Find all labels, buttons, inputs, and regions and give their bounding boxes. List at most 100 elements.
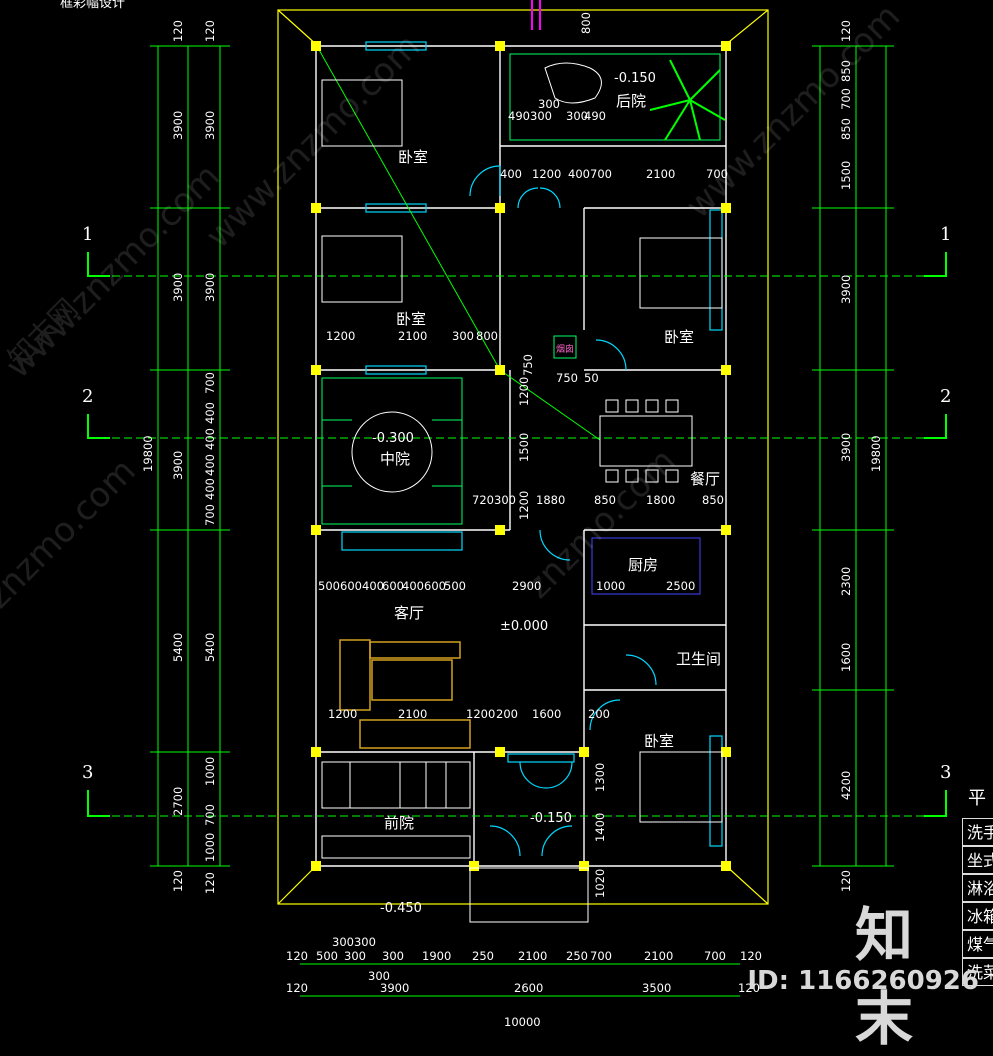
svg-text:120: 120 bbox=[839, 870, 853, 892]
axis-label-1-right: 1 bbox=[940, 224, 951, 245]
svg-text:120: 120 bbox=[738, 981, 760, 995]
svg-text:400: 400 bbox=[203, 402, 217, 424]
elev-entry: -0.450 bbox=[380, 901, 422, 916]
svg-text:3900: 3900 bbox=[380, 981, 409, 995]
svg-text:600: 600 bbox=[340, 579, 362, 593]
interior-dims: 490 300 300 300 490 400 1200 400 700 210… bbox=[318, 97, 728, 721]
svg-text:700: 700 bbox=[590, 167, 612, 181]
svg-text:1020: 1020 bbox=[593, 869, 607, 898]
svg-text:400: 400 bbox=[203, 478, 217, 500]
svg-text:2100: 2100 bbox=[398, 329, 427, 343]
svg-text:120: 120 bbox=[203, 20, 217, 42]
svg-text:200: 200 bbox=[496, 707, 518, 721]
axis-markers bbox=[87, 252, 947, 817]
svg-text:1000: 1000 bbox=[596, 579, 625, 593]
dining-table bbox=[599, 399, 693, 483]
svg-text:19800: 19800 bbox=[869, 435, 883, 472]
left-dims-inner: 120 3900 3900 700 400 400 400 400 700 54… bbox=[203, 20, 217, 894]
svg-text:490: 490 bbox=[508, 109, 530, 123]
living-furniture bbox=[339, 639, 471, 749]
svg-text:1800: 1800 bbox=[646, 493, 675, 507]
svg-text:200: 200 bbox=[588, 707, 610, 721]
svg-text:700: 700 bbox=[590, 949, 612, 963]
svg-text:3900: 3900 bbox=[171, 451, 185, 480]
svg-text:700: 700 bbox=[203, 372, 217, 394]
svg-text:1500: 1500 bbox=[517, 433, 531, 462]
svg-text:2100: 2100 bbox=[644, 949, 673, 963]
right-dims-inner: 850 700 850 1500 2300 1600 1300 1400 102… bbox=[593, 60, 853, 898]
svg-text:400: 400 bbox=[362, 579, 384, 593]
svg-text:700: 700 bbox=[706, 167, 728, 181]
columns bbox=[311, 41, 731, 871]
svg-text:300: 300 bbox=[538, 97, 560, 111]
axis-label-3-left: 3 bbox=[82, 762, 93, 783]
svg-text:300: 300 bbox=[566, 109, 588, 123]
svg-text:300: 300 bbox=[368, 969, 390, 983]
svg-text:1200: 1200 bbox=[466, 707, 495, 721]
svg-text:3500: 3500 bbox=[642, 981, 671, 995]
svg-text:700: 700 bbox=[704, 949, 726, 963]
bottom-dims-row1: 120 500 300 300 1900 250 2100 250 700 21… bbox=[286, 935, 762, 983]
room-label-courtyard: 中院 bbox=[380, 450, 410, 468]
elev-front: -0.150 bbox=[530, 811, 572, 826]
room-label-bedroom-2: 卧室 bbox=[396, 310, 426, 328]
axis-label-1-left: 1 bbox=[82, 224, 93, 245]
svg-text:120: 120 bbox=[286, 981, 308, 995]
right-dims-outer: 120 3900 3900 19800 4200 120 bbox=[839, 20, 883, 892]
svg-text:300: 300 bbox=[344, 949, 366, 963]
svg-text:120: 120 bbox=[740, 949, 762, 963]
floor-plan: 1 2 3 1 2 3 bbox=[0, 0, 951, 1029]
svg-text:50: 50 bbox=[584, 371, 599, 385]
svg-text:1300: 1300 bbox=[593, 763, 607, 792]
legend-row: 煤气 bbox=[962, 930, 993, 958]
svg-text:1600: 1600 bbox=[532, 707, 561, 721]
svg-text:www.znzmo.com: www.znzmo.com bbox=[198, 26, 428, 256]
svg-text:850: 850 bbox=[839, 60, 853, 82]
svg-text:1400: 1400 bbox=[593, 813, 607, 842]
svg-text:1200: 1200 bbox=[328, 707, 357, 721]
room-label-frontyard: 前院 bbox=[384, 814, 414, 832]
kitchen-counter bbox=[591, 537, 701, 595]
legend-row: 洗手 bbox=[962, 818, 993, 846]
legend-row: 洗菜 bbox=[962, 958, 993, 986]
svg-text:1500: 1500 bbox=[839, 161, 853, 190]
dim-total-width: 10000 bbox=[504, 1015, 541, 1029]
walls bbox=[315, 45, 727, 867]
svg-text:1200: 1200 bbox=[517, 491, 531, 520]
room-label-kitchen: 厨房 bbox=[628, 556, 658, 574]
room-label-bathroom: 卫生间 bbox=[676, 650, 721, 668]
svg-text:2100: 2100 bbox=[398, 707, 427, 721]
svg-text:3900: 3900 bbox=[171, 273, 185, 302]
svg-text:120: 120 bbox=[171, 870, 185, 892]
room-label-bedroom-3: 卧室 bbox=[664, 328, 694, 346]
svg-text:750: 750 bbox=[556, 371, 578, 385]
elev-living: ±0.000 bbox=[500, 619, 548, 634]
entry-step bbox=[469, 867, 589, 923]
svg-text:2900: 2900 bbox=[512, 579, 541, 593]
chimney-label: 烟囱 bbox=[556, 343, 574, 355]
elev-courtyard: -0.300 bbox=[372, 431, 414, 446]
svg-text:3900: 3900 bbox=[839, 433, 853, 462]
legend-title: 平 bbox=[968, 788, 986, 809]
svg-text:250: 250 bbox=[566, 949, 588, 963]
svg-text:1200: 1200 bbox=[532, 167, 561, 181]
svg-text:700: 700 bbox=[203, 804, 217, 826]
svg-text:1880: 1880 bbox=[536, 493, 565, 507]
svg-text:400: 400 bbox=[568, 167, 590, 181]
legend-table: 平 洗手 坐式 淋浴 冰箱 煤气 洗菜 bbox=[962, 784, 993, 1030]
svg-text:120: 120 bbox=[286, 949, 308, 963]
svg-text:1000: 1000 bbox=[203, 757, 217, 786]
svg-text:750: 750 bbox=[521, 354, 535, 376]
svg-text:300: 300 bbox=[530, 109, 552, 123]
legend-row: 淋浴 bbox=[962, 874, 993, 902]
courtyard-pattern bbox=[321, 377, 463, 525]
svg-text:2100: 2100 bbox=[646, 167, 675, 181]
svg-text:500: 500 bbox=[444, 579, 466, 593]
svg-text:300: 300 bbox=[452, 329, 474, 343]
svg-text:400: 400 bbox=[402, 579, 424, 593]
svg-text:3900: 3900 bbox=[839, 275, 853, 304]
dimension-lines bbox=[150, 45, 894, 997]
svg-text:3900: 3900 bbox=[203, 273, 217, 302]
svg-text:2700: 2700 bbox=[171, 787, 185, 816]
axis-label-2-right: 2 bbox=[940, 386, 951, 407]
